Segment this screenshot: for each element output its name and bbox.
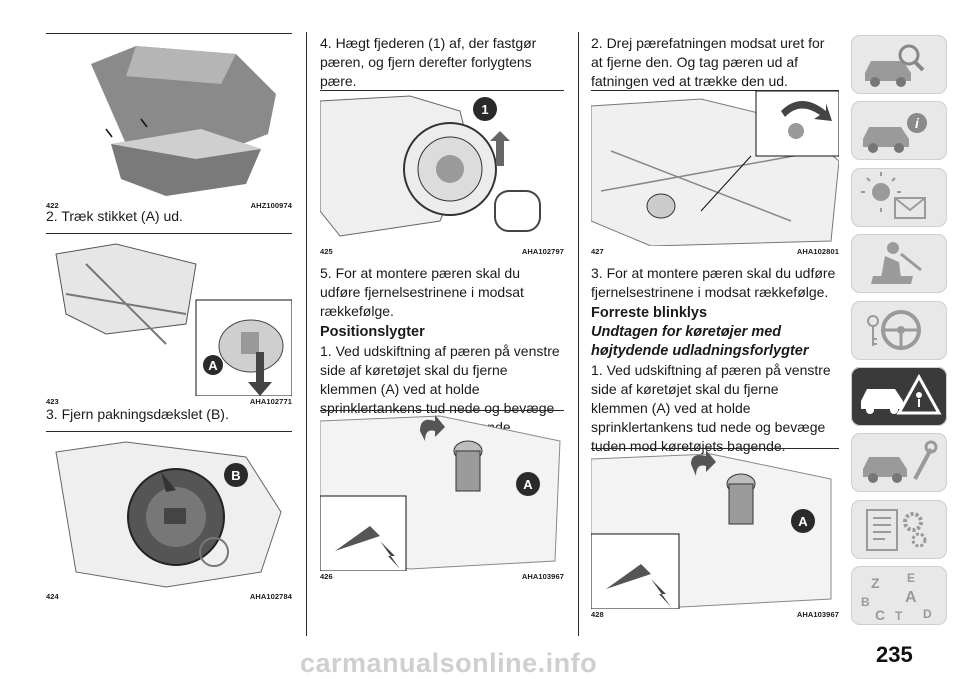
callout-a: A: [208, 358, 218, 373]
tab-car-info[interactable]: i: [851, 101, 947, 160]
tab-index[interactable]: Z E B A C T D: [851, 566, 947, 625]
watermark: carmanualsonline.info: [300, 648, 598, 678]
fuse-box-cover-illustration: [91, 46, 276, 196]
svg-text:C: C: [875, 607, 885, 623]
text-block: 3. For at montere pæren skal du udføre f…: [591, 264, 839, 456]
alphabetical-index-icon: Z E B A C T D: [861, 571, 932, 623]
turn-signal-clip-illustration: A: [591, 450, 832, 609]
position-lamp-clip-illustration: A: [320, 415, 561, 571]
callout-a: A: [523, 477, 533, 492]
tab-seat-airbag[interactable]: [851, 234, 947, 293]
section-heading: Positionslygter: [320, 324, 425, 340]
tab-maintenance[interactable]: [851, 433, 947, 492]
svg-text:D: D: [923, 607, 932, 621]
svg-text:B: B: [861, 595, 870, 609]
callout-1: 1: [481, 102, 488, 117]
tab-technical-data[interactable]: [851, 500, 947, 559]
step-text: 2. Drej pærefatningen modsat uret for at…: [591, 35, 825, 89]
page-number: 235: [876, 642, 913, 667]
car-breakdown-warning-icon: [861, 373, 942, 415]
car-search-icon: [865, 44, 925, 87]
step-text: 4. Hægt fjederen (1) af, der fastgør pær…: [320, 35, 537, 89]
figure-422: 422 AHZ100974: [46, 33, 292, 210]
tab-emergency[interactable]: [851, 367, 947, 426]
figure-423: A 423 AHA102771: [46, 233, 292, 406]
steering-wheel-key-icon: [867, 310, 921, 350]
figure-424: B 424 AHA102784: [46, 431, 292, 601]
column-divider: [578, 32, 579, 636]
section-subheading: Undtagen for køretøjer med højtydende ud…: [591, 324, 809, 359]
step-text: 2. Træk stikket (A) ud.: [46, 208, 183, 224]
callout-a: A: [798, 514, 808, 529]
warning-lights-mail-icon: [861, 172, 926, 219]
car-wrench-icon: [863, 440, 938, 483]
connector-illustration: A: [46, 234, 292, 396]
figure-428: A 428 AHA103967: [591, 448, 839, 619]
figure-425: 1 425 AHA102797: [320, 90, 564, 256]
tab-car-search[interactable]: [851, 35, 947, 94]
figure-427: 427 AHA102801: [591, 90, 839, 256]
headlamp-spring-illustration: 1: [320, 95, 541, 237]
column-divider: [306, 32, 307, 636]
seat-airbag-icon: [871, 242, 922, 284]
specs-gear-icon: [866, 509, 927, 551]
car-info-icon: i: [863, 113, 927, 153]
bulb-socket-illustration: [591, 91, 839, 246]
seal-cover-illustration: B: [55, 441, 282, 588]
svg-text:i: i: [915, 115, 920, 131]
svg-text:A: A: [905, 589, 917, 606]
tab-steering-key[interactable]: [851, 301, 947, 360]
section-heading: Forreste blinklys: [591, 305, 708, 321]
figure-426: A 426 AHA103967: [320, 410, 564, 581]
svg-text:Z: Z: [871, 575, 880, 591]
svg-text:T: T: [895, 609, 903, 623]
svg-text:E: E: [907, 571, 915, 585]
tab-warning-lights[interactable]: [851, 168, 947, 227]
step-text: 3. Fjern pakningsdækslet (B).: [46, 406, 229, 422]
callout-b: B: [231, 468, 240, 483]
